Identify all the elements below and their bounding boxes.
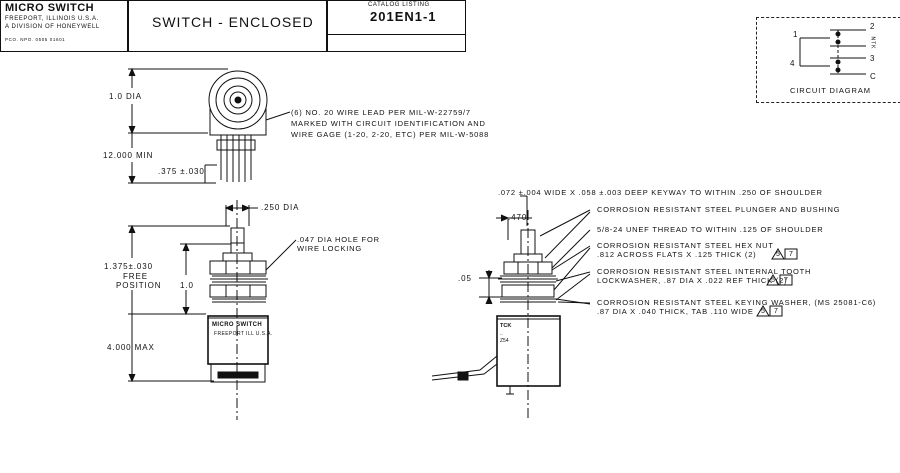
body-sub-label: FREEPORT ILL U.S.A. <box>214 331 273 337</box>
diameter-label: 1.0 DIA <box>109 92 142 101</box>
body-brand-label: MICRO SWITCH <box>212 322 263 328</box>
brand-line-3: PCO. NPO. 0505 01601 <box>5 37 66 42</box>
title-block <box>0 0 466 52</box>
keyway-note: .072 ±.004 WIDE X .058 ±.003 DEEP KEYWAY… <box>498 188 823 197</box>
title-divider-1 <box>127 0 129 52</box>
terminal-c-label: C <box>870 72 877 81</box>
wire-note-line-3: WIRE GAGE (1-20, 2-20, ETC) PER MIL-W-50… <box>291 130 490 139</box>
max-length-label: 4.000 MAX <box>107 343 155 352</box>
circuit-switch-symbol <box>799 29 866 75</box>
free-position-line-3: POSITION <box>116 281 162 290</box>
brand-name: MICRO SWITCH <box>5 2 95 14</box>
drawing-title: SWITCH - ENCLOSED <box>152 14 314 30</box>
catalog-number: 201EN1-1 <box>370 9 437 24</box>
left-switch-view <box>128 200 297 420</box>
brand-line-1: FREEPORT, ILLINOIS U.S.A. <box>5 16 99 22</box>
keying-washer-line-1: CORROSION RESISTANT STEEL KEYING WASHER,… <box>597 298 877 307</box>
right-body-text-3: Z54 <box>500 338 509 344</box>
circuit-diagram-box <box>756 17 900 103</box>
flag-key-7: 7 <box>774 308 778 315</box>
catalog-label: CATALOG LISTING <box>368 2 430 8</box>
right-switch-view <box>431 195 591 420</box>
plunger-bushing-note: CORROSION RESISTANT STEEL PLUNGER AND BU… <box>597 205 841 214</box>
circuit-diagram-label: CIRCUIT DIAGRAM <box>790 86 871 95</box>
free-position-line-1: 1.375±.030 <box>104 262 153 271</box>
lockwasher-line-2: LOCKWASHER, .87 DIA X .022 REF THICK (2) <box>597 276 788 285</box>
flag-boxes <box>756 248 798 317</box>
plunger-dia-label: .250 DIA <box>261 203 300 212</box>
terminal-1-label: 1 <box>793 30 799 39</box>
flag-hex-7: 7 <box>789 251 793 258</box>
dim-05-label: .05 <box>458 274 472 283</box>
connector-end-view <box>208 70 291 182</box>
wire-note-line-2: MARKED WITH CIRCUIT IDENTIFICATION AND <box>291 119 486 128</box>
flag-lock-7: 7 <box>784 277 788 284</box>
terminal-2-label: 2 <box>870 22 876 31</box>
flag-lock-5: 5 <box>771 277 775 284</box>
brand-line-2: A DIVISION OF HONEYWELL <box>5 24 100 30</box>
right-body-text-2: .. <box>500 331 503 337</box>
flag-key-5: 5 <box>761 308 765 315</box>
strip-length-label: .375 ±.030 <box>158 167 205 176</box>
right-body-text-1: TCK <box>500 323 512 329</box>
flag-hex-5: 5 <box>776 251 780 258</box>
lockwasher-line-1: CORROSION RESISTANT STEEL INTERNAL TOOTH <box>597 267 812 276</box>
hole-note-line-1: .047 DIA HOLE FOR <box>297 235 380 244</box>
dia-dimension <box>128 67 228 185</box>
title-divider-2 <box>326 0 328 52</box>
keying-washer-line-2: .87 DIA X .040 THICK, TAB .110 WIDE <box>597 307 754 316</box>
terminal-4-label: 4 <box>790 59 796 68</box>
hex-nut-line-1: CORROSION RESISTANT STEEL HEX NUT <box>597 241 774 250</box>
wire-note-line-1: (6) NO. 20 WIRE LEAD PER MIL-W-22759/7 <box>291 108 471 117</box>
hex-nut-line-2: .812 ACROSS FLATS X .125 THICK (2) <box>597 250 757 259</box>
free-position-line-2: FREE <box>123 272 148 281</box>
hole-note-line-2: WIRE LOCKING <box>297 244 363 253</box>
terminal-3-label: 3 <box>870 54 876 63</box>
thread-note: 5/8-24 UNEF THREAD TO WITHIN .125 OF SHO… <box>597 225 824 234</box>
dim-one-label: 1.0 <box>180 281 194 290</box>
title-divider-3 <box>326 34 466 36</box>
min-length-label: 12.000 MIN <box>103 151 154 160</box>
